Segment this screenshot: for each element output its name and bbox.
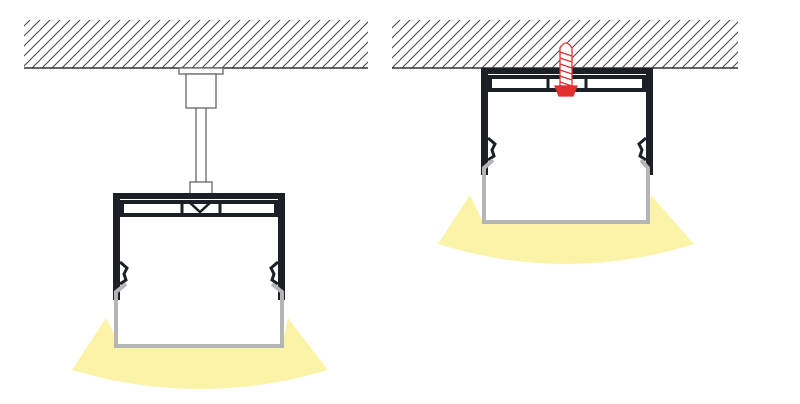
light-cone-left (72, 318, 328, 389)
diffuser-left (114, 282, 284, 348)
surface-mounting-view (392, 20, 738, 264)
diffuser-right (482, 158, 650, 224)
aluminium-profile-left (113, 193, 285, 300)
pendant-cable-icon (178, 67, 224, 195)
screw-icon (554, 42, 578, 97)
light-cone-right (438, 195, 694, 264)
suspended-mounting-view (24, 20, 368, 389)
ceiling-left (24, 20, 368, 68)
